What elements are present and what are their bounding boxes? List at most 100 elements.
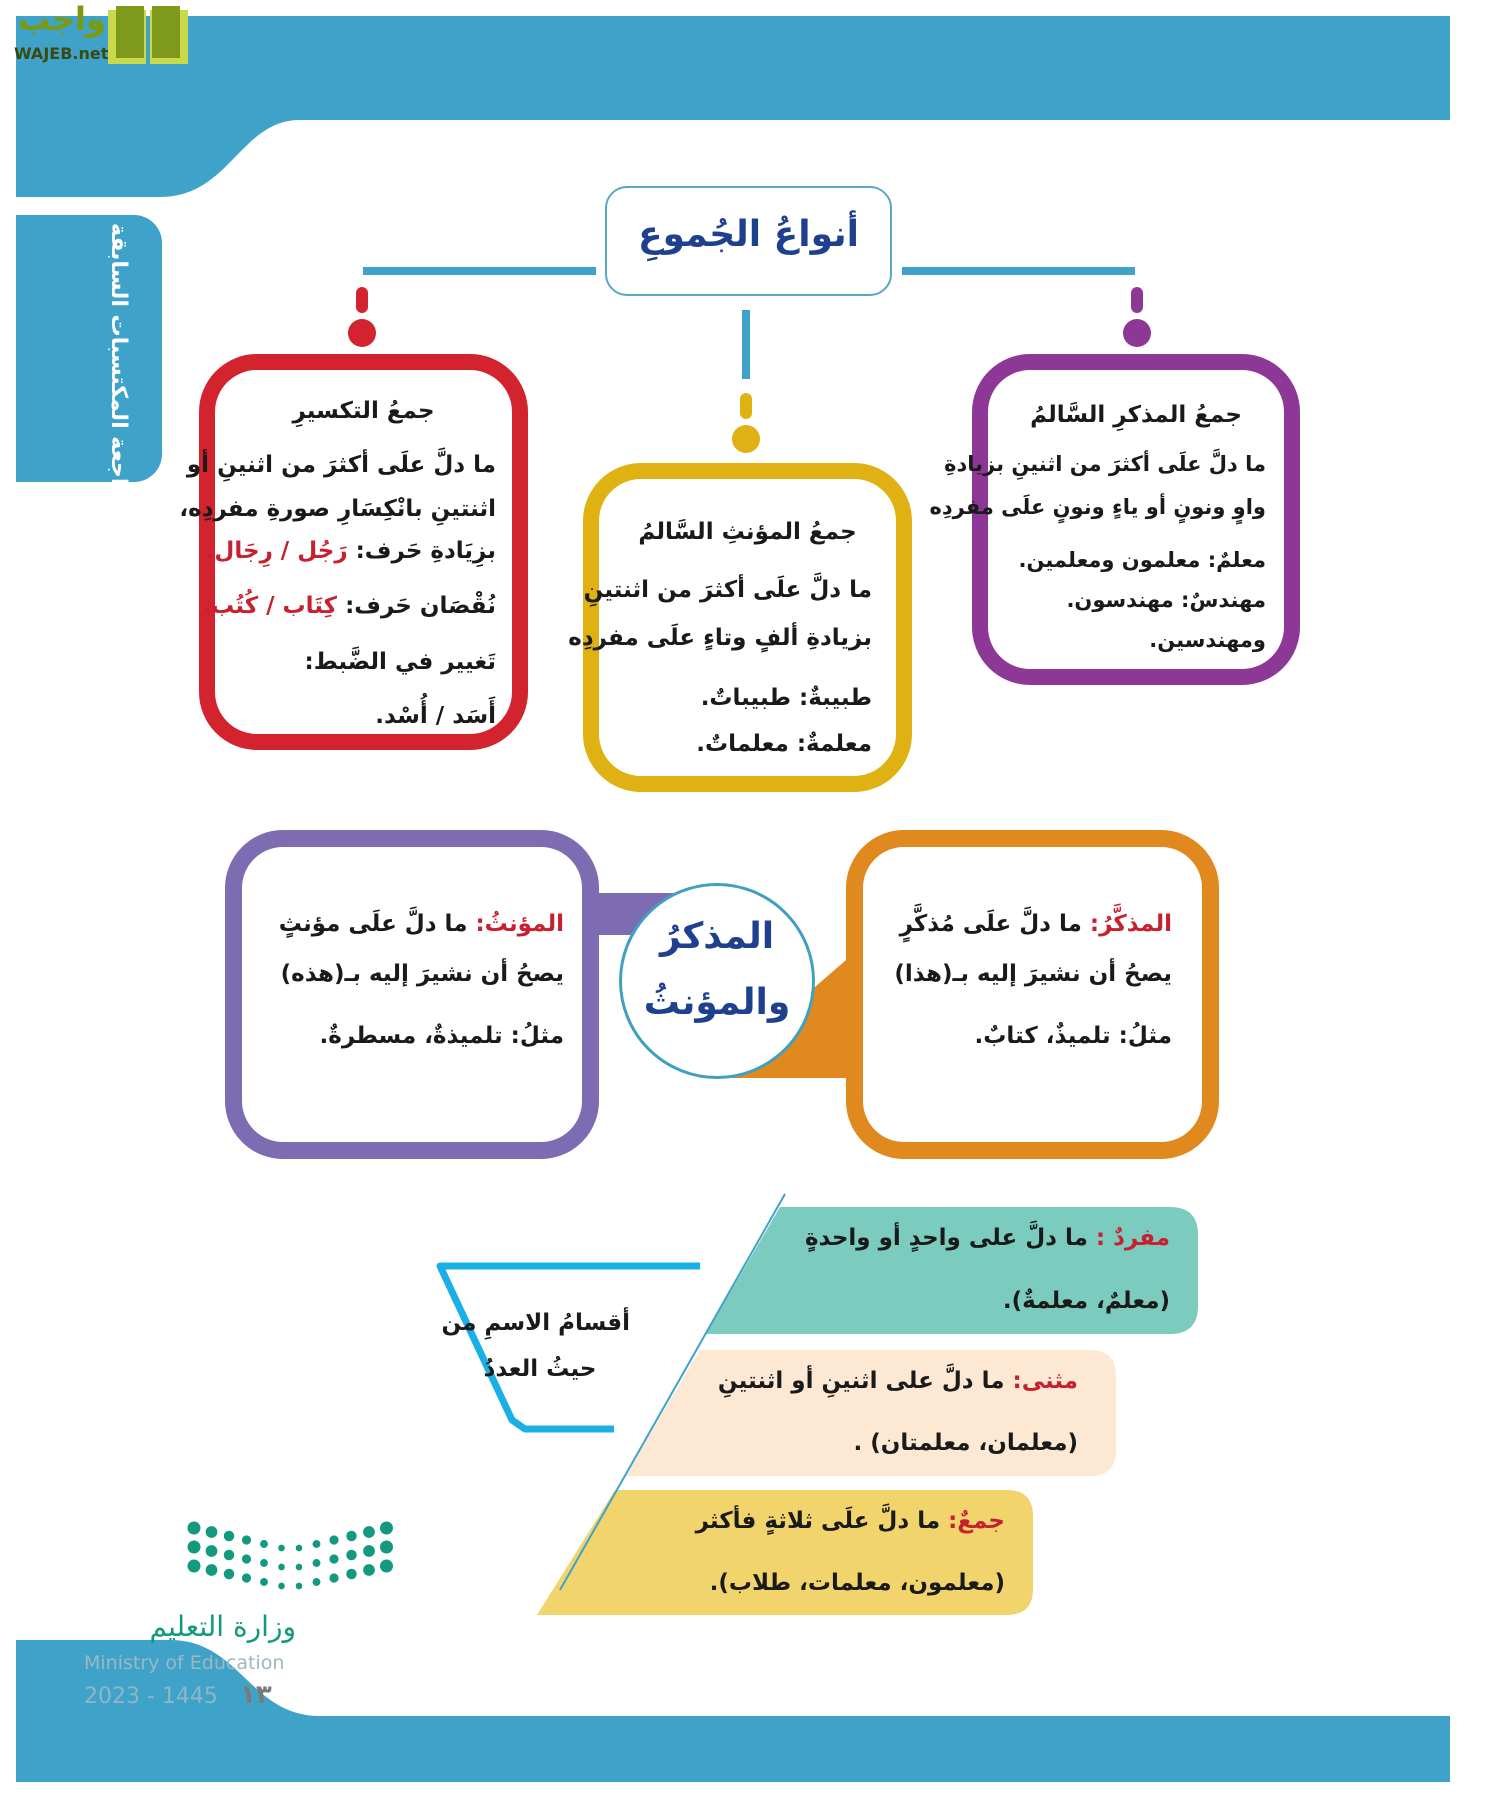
card-line: ما دلَّ علَى أكثرَ من اثنينِ أو xyxy=(186,452,496,478)
masculine-card: المذكَّرُ: ما دلَّ علَى مُذكَّرٍ يصحُ أن… xyxy=(846,830,1219,1159)
card-example: مثلُ: تلميذٌ، كتابٌ. xyxy=(974,1023,1172,1049)
ministry-logo-dot xyxy=(295,1544,303,1552)
ministry-name-arabic: وزارة التعليم xyxy=(149,1610,296,1643)
singular-definition: مفردٌ : ما دلَّ على واحدٍ أو واحدةٍ xyxy=(805,1225,1170,1251)
feminine-plural-card: جمعُ المؤنثِ السَّالمُ ما دلَّ علَى أكثر… xyxy=(568,463,912,792)
ministry-logo-dot xyxy=(205,1545,218,1557)
row-example: أَسَد / أُسْد. xyxy=(375,703,496,729)
card-example: معلمٌ: معلمون ومعلمين. xyxy=(1018,548,1266,572)
ministry-logo-dot xyxy=(187,1521,201,1535)
dual-definition: مثنى: ما دلَّ على اثنينِ أو اثنتينِ xyxy=(718,1368,1078,1394)
ministry-logo-dot xyxy=(241,1554,252,1564)
plural-example: (معلمون، معلمات، طلاب). xyxy=(709,1570,1005,1596)
book-icon xyxy=(108,6,188,64)
plural-text: ما دلَّ علَى ثلاثةٍ فأكثر xyxy=(695,1508,941,1534)
row-label: المذكَّرُ: xyxy=(1089,911,1172,937)
card-line: يصحُ أن نشيرَ إليه بـ(هذا) xyxy=(894,961,1172,987)
card-example: ومهندسين. xyxy=(1149,628,1266,652)
singular-band xyxy=(706,1207,1198,1334)
card-example: مثلُ: تلميذةٌ، مسطرةٌ. xyxy=(319,1023,564,1049)
ministry-logo-dot xyxy=(295,1563,303,1571)
singular-text: ما دلَّ على واحدٍ أو واحدةٍ xyxy=(804,1225,1088,1251)
ministry-logo-dot xyxy=(346,1568,357,1580)
singular-label: مفردٌ : xyxy=(1095,1225,1170,1251)
ministry-logo-dot xyxy=(278,1563,285,1571)
row-label: نُقْصَان حَرف: xyxy=(345,593,496,619)
ministry-logo-dot xyxy=(363,1526,375,1538)
ministry-logo-dots xyxy=(187,1521,393,1590)
ministry-logo-dot xyxy=(205,1526,218,1538)
ministry-logo-dot xyxy=(187,1559,201,1573)
card-example: مهندسٌ: مهندسون. xyxy=(1066,588,1266,612)
ministry-logo-dot xyxy=(329,1535,339,1545)
page-title: أنواعُ الجُموعِ xyxy=(638,214,859,255)
ministry-logo-dot xyxy=(223,1530,235,1542)
plural-label: جمعٌ: xyxy=(948,1508,1005,1534)
ministry-logo-dot xyxy=(380,1540,393,1554)
ministry-logo-dot xyxy=(260,1578,268,1586)
card-line: واوٍ ونونٍ أو ياءٍ ونونٍ علَى مفردِه xyxy=(929,495,1266,519)
diagonal-divider xyxy=(559,1193,786,1591)
row-example: كِتَاب / كُتُب. xyxy=(202,593,338,619)
card-title: جمعُ المؤنثِ السَّالمُ xyxy=(638,519,857,545)
card-line: يصحُ أن نشيرَ إليه بـ(هذه) xyxy=(280,961,564,987)
dual-band xyxy=(625,1350,1116,1476)
circle-text-feminine: والمؤنثُ xyxy=(643,982,791,1023)
wajeb-logo: واجب WAJEB.net xyxy=(10,0,195,66)
row-example: رَجُل / رِجَال. xyxy=(205,538,348,564)
singular-example: (معلمٌ، معلمةٌ). xyxy=(1002,1288,1170,1314)
card-row: المذكَّرُ: ما دلَّ علَى مُذكَّرٍ xyxy=(900,911,1172,937)
number-heading-line: أقسامُ الاسمِ من xyxy=(441,1310,630,1336)
ministry-logo-dot xyxy=(380,1559,393,1573)
edition-year: 2023 - 1445 xyxy=(84,1684,218,1709)
card-line: ما دلَّ علَى أكثرَ من اثنينِ بزيادةِ xyxy=(944,452,1266,476)
ministry-logo-dot xyxy=(329,1573,339,1583)
ministry-logo-dot xyxy=(187,1540,201,1554)
card-row: تَغيير في الضَّبط: xyxy=(305,649,496,675)
plural-band xyxy=(537,1490,1033,1615)
feminine-card: المؤنثُ: ما دلَّ علَى مؤنثٍ يصحُ أن نشير… xyxy=(225,830,599,1159)
circle-text-masculine: المذكرُ xyxy=(659,916,775,957)
plural-definition: جمعٌ: ما دلَّ علَى ثلاثةٍ فأكثر xyxy=(696,1508,1005,1534)
ministry-logo-dot xyxy=(363,1564,375,1576)
row-label: تَغيير في الضَّبط: xyxy=(304,649,496,675)
number-heading-line: حيثُ العددُ xyxy=(483,1356,597,1382)
bottom-band xyxy=(16,1640,1450,1782)
card-line: بزيادةِ ألفٍ وتاءٍ علَى مفردِه xyxy=(568,625,872,651)
row-label: بزِيَادةِ حَرف: xyxy=(355,538,496,564)
ministry-logo-dot xyxy=(346,1530,357,1542)
wajeb-logo-arabic: واجب xyxy=(18,0,106,38)
ministry-logo-dot xyxy=(278,1544,285,1552)
ministry-logo-dot xyxy=(241,1535,252,1545)
gender-circle: المذكرُ والمؤنثُ xyxy=(619,883,815,1079)
number-bracket xyxy=(436,1262,700,1433)
card-row: نُقْصَان حَرف: كِتَاب / كُتُب. xyxy=(202,593,496,619)
dual-label: مثنى: xyxy=(1012,1368,1079,1394)
card-example: طبيبةٌ: طبيباتٌ. xyxy=(700,685,872,711)
row-definition: ما دلَّ علَى مؤنثٍ xyxy=(278,911,468,937)
section-side-tab-label: مراجعة المكتسبات السابقة xyxy=(106,223,131,513)
ministry-logo-dot xyxy=(312,1578,321,1586)
dual-example: (معلمان، معلمتان) . xyxy=(853,1430,1079,1456)
ministry-logo-dot xyxy=(260,1540,268,1548)
ministry-logo-dot xyxy=(346,1549,357,1561)
ministry-logo-dot xyxy=(241,1573,252,1583)
card-row: المؤنثُ: ما دلَّ علَى مؤنثٍ xyxy=(279,911,564,937)
ministry-logo-dot xyxy=(363,1545,375,1557)
ministry-logo-dot xyxy=(223,1549,235,1561)
page-title-box: أنواعُ الجُموعِ xyxy=(605,186,892,296)
ministry-logo-dot xyxy=(223,1568,235,1580)
ministry-logo-dot xyxy=(380,1521,393,1535)
dual-text: ما دلَّ على اثنينِ أو اثنتينِ xyxy=(717,1368,1005,1394)
top-band xyxy=(16,16,1450,197)
card-title: جمعُ المذكرِ السَّالمُ xyxy=(1030,402,1242,428)
card-line: ما دلَّ علَى أكثرَ من اثنتينِ xyxy=(583,577,872,603)
row-definition: ما دلَّ علَى مُذكَّرٍ xyxy=(899,911,1082,937)
broken-plural-card: جمعُ التكسيرِ ما دلَّ علَى أكثرَ من اثني… xyxy=(179,354,528,750)
row-label: المؤنثُ: xyxy=(475,911,564,937)
page-number: ١٣ xyxy=(240,1680,272,1710)
card-line: اثنتينِ بانْكِسَارِ صورةِ مفردِه، xyxy=(179,496,496,522)
section-side-tab: مراجعة المكتسبات السابقة xyxy=(16,215,162,513)
ministry-logo-dot xyxy=(312,1540,321,1548)
